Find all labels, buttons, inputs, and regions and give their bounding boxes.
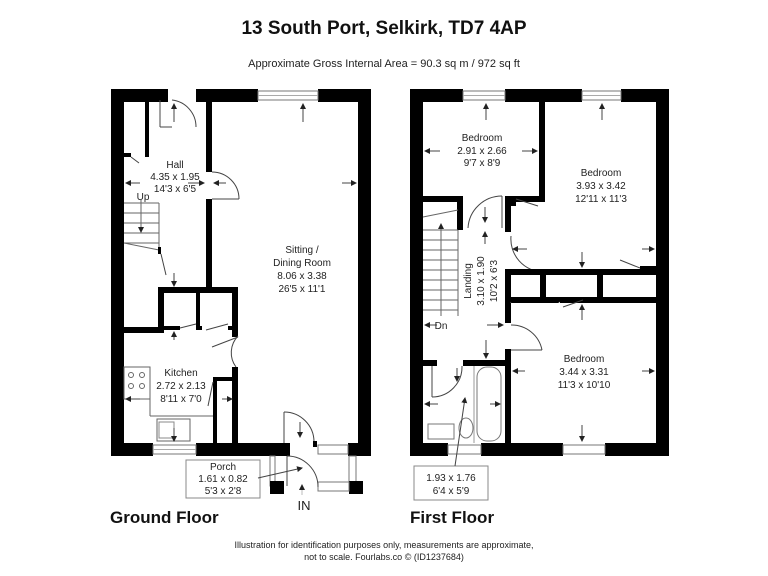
first-floor-label: First Floor — [410, 508, 495, 527]
room-sitting-line1: Sitting / — [285, 245, 319, 256]
disclaimer-line2: not to scale. Fourlabs.co © (ID1237684) — [304, 552, 464, 562]
room-porch-name: Porch — [210, 462, 236, 473]
room-bedroom3-imperial: 11'3 x 10'10 — [558, 380, 611, 391]
room-bedroom1-name: Bedroom — [462, 133, 503, 144]
room-bedroom1-imperial: 9'7 x 8'9 — [464, 158, 501, 169]
room-landing-imperial: 10'2 x 6'3 — [489, 259, 500, 302]
first-floor-plan: Bedroom 2.91 x 2.66 9'7 x 8'9 Bedroom 3.… — [410, 89, 669, 501]
room-bedroom3-metric: 3.44 x 3.31 — [559, 367, 609, 378]
room-porch-metric: 1.61 x 0.82 — [198, 474, 248, 485]
room-bedroom3-name: Bedroom — [564, 354, 605, 365]
stairs-up-label: Up — [137, 192, 150, 203]
stairs-down-label: Dn — [435, 321, 448, 332]
room-bedroom2-metric: 3.93 x 3.42 — [576, 181, 626, 192]
room-bathroom-metric: 1.93 x 1.76 — [426, 473, 476, 484]
room-kitchen-metric: 2.72 x 2.13 — [156, 381, 206, 392]
room-hall-metric: 4.35 x 1.95 — [150, 172, 200, 183]
room-sitting-imperial: 26'5 x 11'1 — [278, 284, 325, 295]
gross-area-subtitle: Approximate Gross Internal Area = 90.3 s… — [248, 58, 520, 70]
disclaimer-line1: Illustration for identification purposes… — [234, 540, 534, 550]
ground-floor-label: Ground Floor — [110, 508, 219, 527]
entrance-label: IN — [298, 498, 311, 513]
room-bedroom2-name: Bedroom — [581, 168, 622, 179]
room-bedroom1-metric: 2.91 x 2.66 — [457, 146, 507, 157]
room-bedroom2-imperial: 12'11 x 11'3 — [575, 194, 627, 205]
room-kitchen-name: Kitchen — [164, 368, 197, 379]
room-bathroom-imperial: 6'4 x 5'9 — [433, 486, 470, 497]
room-landing-metric: 3.10 x 1.90 — [476, 256, 487, 306]
room-porch-imperial: 5'3 x 2'8 — [205, 486, 242, 497]
room-landing-name: Landing — [463, 263, 474, 299]
room-sitting-name: Dining Room — [273, 258, 331, 269]
disclaimer-footer: Illustration for identification purposes… — [0, 539, 768, 563]
room-kitchen-imperial: 8'11 x 7'0 — [160, 394, 202, 405]
room-hall-name: Hall — [166, 160, 183, 171]
room-hall-imperial: 14'3 x 6'5 — [154, 184, 197, 195]
ground-floor-plan: Hall 4.35 x 1.95 14'3 x 6'5 Up Sitting /… — [111, 89, 371, 513]
page-title: 13 South Port, Selkirk, TD7 4AP — [241, 18, 527, 39]
room-sitting-metric: 8.06 x 3.38 — [277, 271, 327, 282]
